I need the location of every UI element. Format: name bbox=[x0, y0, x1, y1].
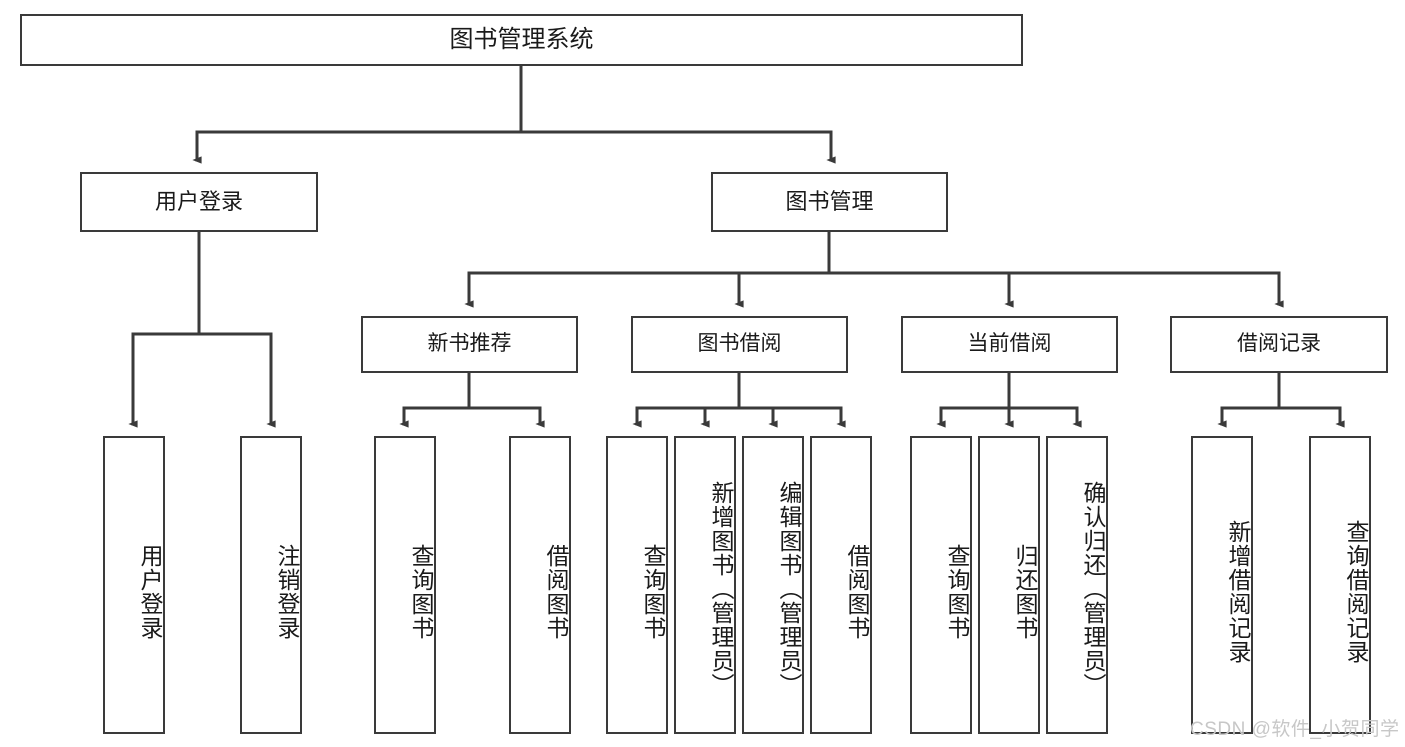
node-user-login-label: 用户登录 bbox=[154, 189, 243, 215]
node-new-book-recommend[interactable]: 新书推荐 bbox=[361, 316, 578, 373]
node-leaf-query-record-label: 查询借阅记录 bbox=[1343, 520, 1369, 664]
node-leaf-user-logout-label: 注销登录 bbox=[274, 544, 300, 640]
node-book-manage-label: 图书管理 bbox=[785, 189, 874, 215]
node-current-borrow[interactable]: 当前借阅 bbox=[901, 316, 1118, 373]
node-leaf-query-book-3-label: 查询图书 bbox=[944, 544, 970, 640]
node-new-book-recommend-label: 新书推荐 bbox=[427, 332, 512, 356]
node-leaf-borrow-book-1-label: 借阅图书 bbox=[543, 544, 569, 640]
node-book-borrow-label: 图书借阅 bbox=[697, 332, 782, 356]
node-leaf-query-book-1-label: 查询图书 bbox=[408, 544, 434, 640]
node-leaf-add-book-label: 新增图书（管理员） bbox=[708, 481, 734, 697]
node-leaf-add-record-label: 新增借阅记录 bbox=[1225, 520, 1251, 664]
node-leaf-user-login-label: 用户登录 bbox=[137, 544, 163, 640]
node-leaf-query-book-2[interactable]: 查询图书 bbox=[606, 436, 668, 734]
node-leaf-edit-book[interactable]: 编辑图书（管理员） bbox=[742, 436, 804, 734]
node-leaf-add-record[interactable]: 新增借阅记录 bbox=[1191, 436, 1253, 734]
csdn-watermark: CSDN @软件_小贺同学 bbox=[1190, 719, 1400, 740]
node-leaf-add-book[interactable]: 新增图书（管理员） bbox=[674, 436, 736, 734]
node-leaf-borrow-book-2-label: 借阅图书 bbox=[844, 544, 870, 640]
node-leaf-confirm-return[interactable]: 确认归还（管理员） bbox=[1046, 436, 1108, 734]
node-leaf-query-book-1[interactable]: 查询图书 bbox=[374, 436, 436, 734]
node-book-borrow[interactable]: 图书借阅 bbox=[631, 316, 848, 373]
node-leaf-borrow-book-2[interactable]: 借阅图书 bbox=[810, 436, 872, 734]
node-current-borrow-label: 当前借阅 bbox=[967, 332, 1052, 356]
node-leaf-query-record[interactable]: 查询借阅记录 bbox=[1309, 436, 1371, 734]
node-leaf-confirm-return-label: 确认归还（管理员） bbox=[1080, 481, 1106, 697]
node-leaf-query-book-3[interactable]: 查询图书 bbox=[910, 436, 972, 734]
node-root-label: 图书管理系统 bbox=[449, 25, 594, 53]
node-root[interactable]: 图书管理系统 bbox=[20, 14, 1023, 66]
node-borrow-record-label: 借阅记录 bbox=[1237, 332, 1321, 356]
node-leaf-query-book-2-label: 查询图书 bbox=[640, 544, 666, 640]
node-user-login[interactable]: 用户登录 bbox=[80, 172, 318, 232]
node-leaf-return-book[interactable]: 归还图书 bbox=[978, 436, 1040, 734]
node-leaf-borrow-book-1[interactable]: 借阅图书 bbox=[509, 436, 571, 734]
node-leaf-user-logout[interactable]: 注销登录 bbox=[240, 436, 302, 734]
node-leaf-return-book-label: 归还图书 bbox=[1012, 544, 1038, 640]
node-borrow-record[interactable]: 借阅记录 bbox=[1170, 316, 1388, 373]
node-leaf-edit-book-label: 编辑图书（管理员） bbox=[776, 481, 802, 697]
node-leaf-user-login[interactable]: 用户登录 bbox=[103, 436, 165, 734]
node-book-manage[interactable]: 图书管理 bbox=[711, 172, 948, 232]
